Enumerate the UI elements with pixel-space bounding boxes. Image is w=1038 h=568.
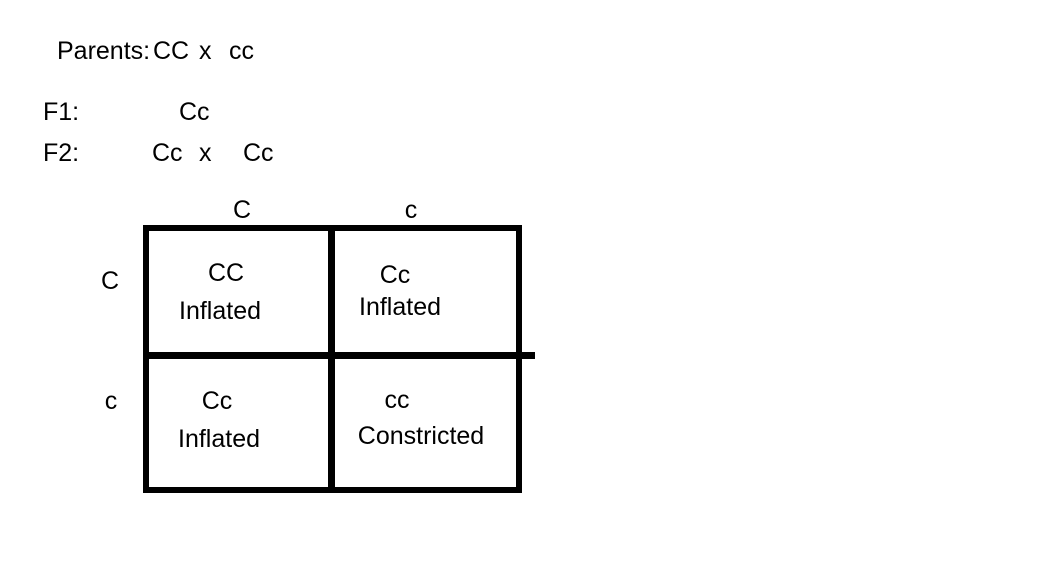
f1-label: F1: bbox=[43, 98, 80, 126]
f2-label: F2: bbox=[43, 139, 80, 167]
f2-parent2-genotype: Cc bbox=[243, 139, 274, 167]
punnett-cell-4-phenotype: Constricted bbox=[357, 422, 485, 450]
f2-parent1-genotype: Cc bbox=[152, 139, 183, 167]
punnett-cell-1-genotype: CC bbox=[207, 259, 245, 287]
punnett-cell-3-genotype: Cc bbox=[201, 387, 233, 415]
punnett-cell-2-genotype: Cc bbox=[379, 261, 411, 289]
punnett-column-header-2: c bbox=[404, 196, 418, 224]
f1-genotype: Cc bbox=[179, 98, 210, 126]
punnett-cell-2-phenotype: Inflated bbox=[358, 293, 442, 321]
punnett-column-header-1: C bbox=[232, 196, 252, 224]
f2-cross-symbol: x bbox=[199, 139, 212, 167]
punnett-row-header-1: C bbox=[100, 267, 120, 295]
punnett-horizontal-divider-line bbox=[143, 352, 535, 359]
punnett-cell-4-genotype: cc bbox=[384, 386, 410, 414]
punnett-row-header-2: c bbox=[104, 387, 118, 415]
parents-parent2-genotype: cc bbox=[229, 37, 254, 65]
parents-cross-symbol: x bbox=[199, 37, 212, 65]
parents-label: Parents: bbox=[57, 37, 151, 65]
parents-parent1-genotype: CC bbox=[153, 37, 190, 65]
punnett-vertical-divider-line bbox=[328, 225, 335, 493]
punnett-cell-3-phenotype: Inflated bbox=[177, 425, 261, 453]
punnett-cell-1-phenotype: Inflated bbox=[178, 297, 262, 325]
